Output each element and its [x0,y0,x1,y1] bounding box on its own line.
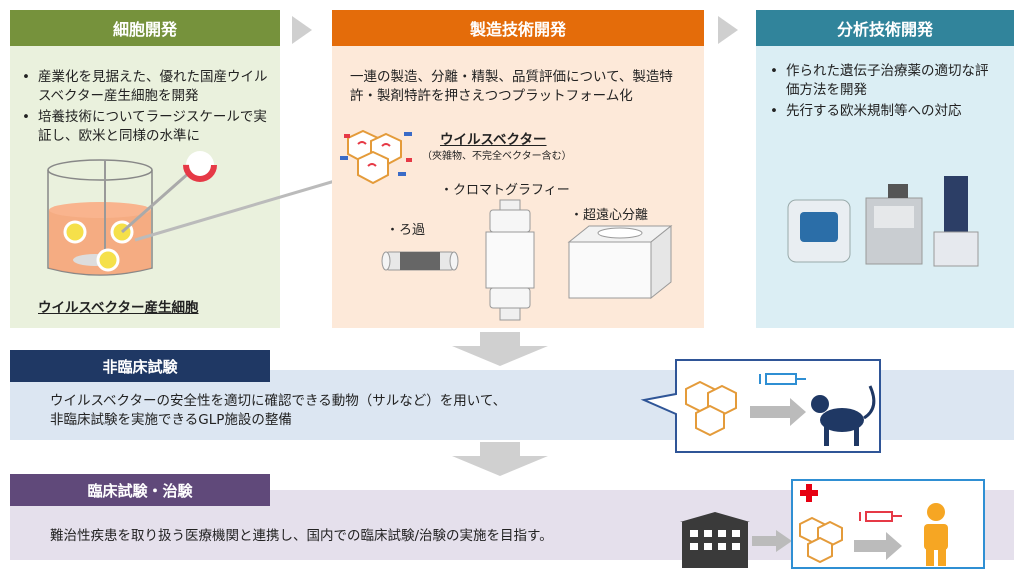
virus-vector-label: ウイルスベクター [440,132,547,148]
arrow-right-1 [292,16,312,44]
filtration-label: ・ろ過 [386,223,426,238]
filter-icon [381,251,459,271]
cell-bullet-1: 産業化を見据えた、優れた国産ウイルスベクター産生細胞を開発 [22,68,272,106]
cell-bullet-2: 培養技術についてラージスケールで実証し、欧米と同様の水準に [22,108,272,146]
cell-panel-title: 細胞開発 [10,10,280,46]
chromatography-column-icon [485,199,535,321]
hospital-icon [680,512,750,568]
clinical-callout [791,479,985,569]
analysis-panel-title: 分析技術開発 [756,10,1014,46]
virus-vector-icon [340,129,412,185]
cell-caption: ウイルスベクター産生細胞 [38,300,199,316]
manufacturing-panel-title: 製造技術開発 [332,10,704,46]
cell-panel [10,10,280,328]
ultracentrifuge-label: ・超遠心分離 [570,208,649,223]
cell-bullets: 産業化を見据えた、優れた国産ウイルスベクター産生細胞を開発 培養技術についてラー… [22,68,272,148]
ultracentrifuge-icon [567,224,673,300]
clinical-text: 難治性疾患を取り扱う医療機関と連携し、国内での臨床試験/治験の実施を目指す。 [50,528,553,544]
nonclinical-callout [640,359,881,453]
down-arrow-1 [452,332,548,366]
analysis-bullet-2: 先行する欧米規制等への対応 [770,102,1000,121]
down-arrow-2 [452,442,548,476]
analysis-panel [756,10,1014,328]
nonclinical-text-2: 非臨床試験を実施できるGLP施設の整備 [50,412,292,428]
virus-vector-sublabel: （夾雑物、不完全ベクター含む） [422,151,572,162]
arrow-right-2 [718,16,738,44]
analysis-instruments-icon [787,176,979,267]
clinical-title: 臨床試験・治験 [10,474,270,506]
manufacturing-description: 一連の製造、分離・精製、品質評価について、製造特許・製剤特許を押さえつつプラット… [350,69,673,104]
analysis-bullets: 作られた遺伝子治療薬の適切な評価方法を開発 先行する欧米規制等への対応 [770,62,1000,123]
chromatography-label: ・クロマトグラフィー [440,183,570,198]
beaker-illustration [47,150,217,276]
nonclinical-title: 非臨床試験 [10,350,270,382]
hospital-arrow [752,530,792,552]
nonclinical-text-1: ウイルスベクターの安全性を適切に確認できる動物（サルなど）を用いて、 [50,393,507,409]
analysis-bullet-1: 作られた遺伝子治療薬の適切な評価方法を開発 [770,62,1000,100]
